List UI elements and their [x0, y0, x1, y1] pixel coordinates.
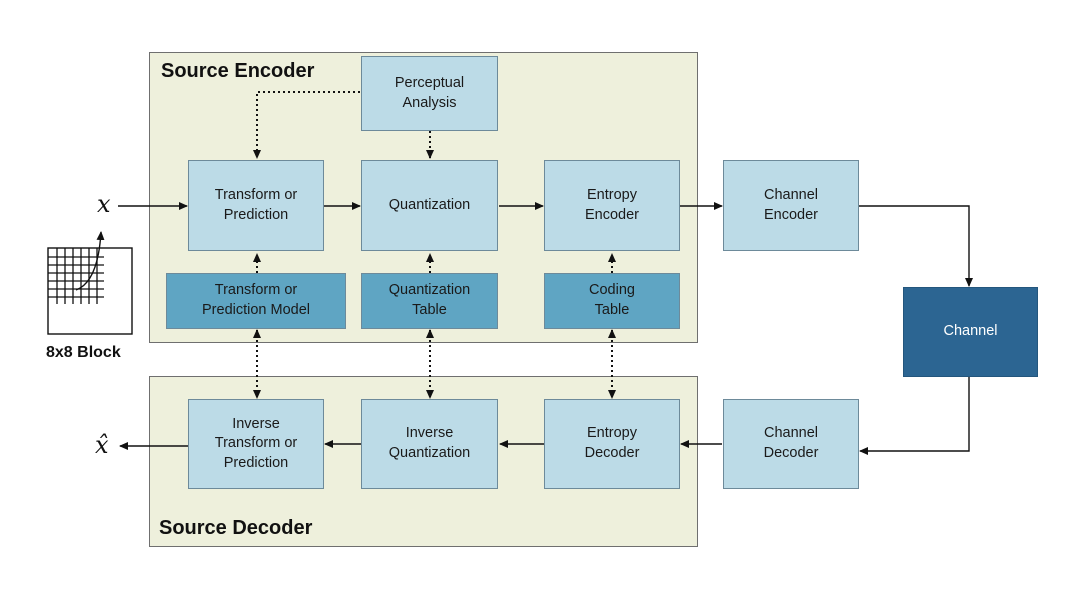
transform-model-block: Transform or Prediction Model	[166, 273, 346, 329]
inverse-quantization-block: Inverse Quantization	[361, 399, 498, 489]
perceptual-analysis-block: Perceptual Analysis	[361, 56, 498, 131]
channel-decoder-block: Channel Decoder	[723, 399, 859, 489]
quantization-block: Quantization	[361, 160, 498, 251]
channel-block: Channel	[903, 287, 1038, 377]
coding-table-block: Coding Table	[544, 273, 680, 329]
dotted-perceptual-to-transform	[253, 91, 360, 159]
input-symbol: x	[97, 190, 111, 218]
arrow-channel-encoder-to-channel	[858, 205, 973, 287]
source-encoder-title: Source Encoder	[161, 60, 315, 82]
entropy-encoder-block: Entropy Encoder	[544, 160, 680, 251]
entropy-decoder-block: Entropy Decoder	[544, 399, 680, 489]
arrow-channel-to-channel-decoder	[859, 377, 970, 455]
block-caption: 8x8 Block	[46, 344, 121, 361]
channel-encoder-block: Channel Encoder	[723, 160, 859, 251]
source-decoder-title: Source Decoder	[159, 517, 313, 539]
inverse-transform-block: Inverse Transform or Prediction	[188, 399, 324, 489]
output-symbol: x̂	[95, 431, 109, 459]
block-grid-icon	[47, 231, 133, 335]
quantization-table-block: Quantization Table	[361, 273, 498, 329]
transform-prediction-block: Transform or Prediction	[188, 160, 324, 251]
